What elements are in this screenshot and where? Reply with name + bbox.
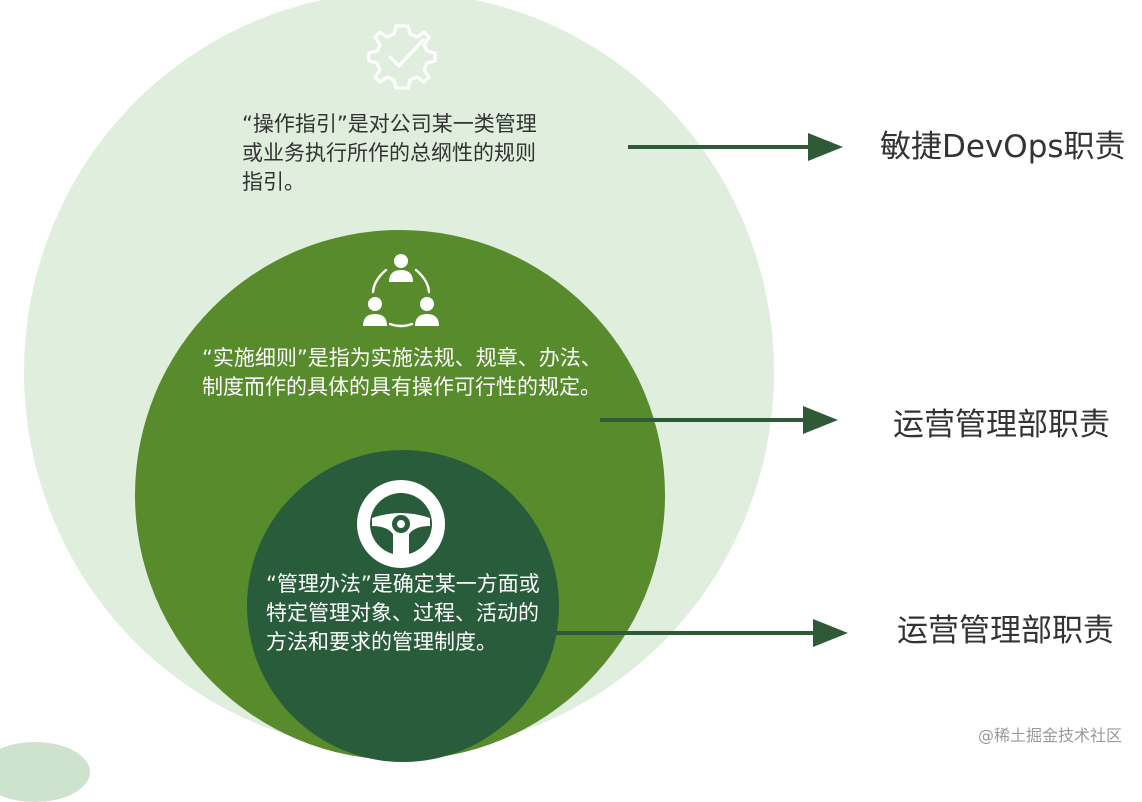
- team-cycle-icon: [363, 254, 439, 328]
- arrow-to-operations-role-1: [600, 406, 838, 434]
- operations-responsibility-label-2: 运营管理部职责: [897, 613, 1114, 649]
- operations-responsibility-label-1: 运营管理部职责: [893, 407, 1110, 443]
- watermark: @稀土掘金技术社区: [977, 726, 1122, 745]
- arrow-to-operations-role-2: [551, 619, 848, 647]
- corner-decoration: [0, 742, 90, 802]
- operation-guide-description: “操作指引”是对公司某一类管理或业务执行所作的总纲性的规则指引。: [242, 112, 537, 194]
- devops-responsibility-label: 敏捷DevOps职责: [880, 129, 1126, 165]
- management-measures-description: “管理办法”是确定某一方面或特定管理对象、过程、活动的方法和要求的管理制度。: [266, 572, 540, 654]
- steering-wheel-icon: [357, 480, 445, 568]
- gear-check-icon: [367, 24, 437, 90]
- implementation-rules-description: “实施细则”是指为实施法规、规章、办法、制度而作的具体的具有操作可行性的规定。: [202, 346, 602, 399]
- arrow-to-devops-role: [628, 133, 843, 161]
